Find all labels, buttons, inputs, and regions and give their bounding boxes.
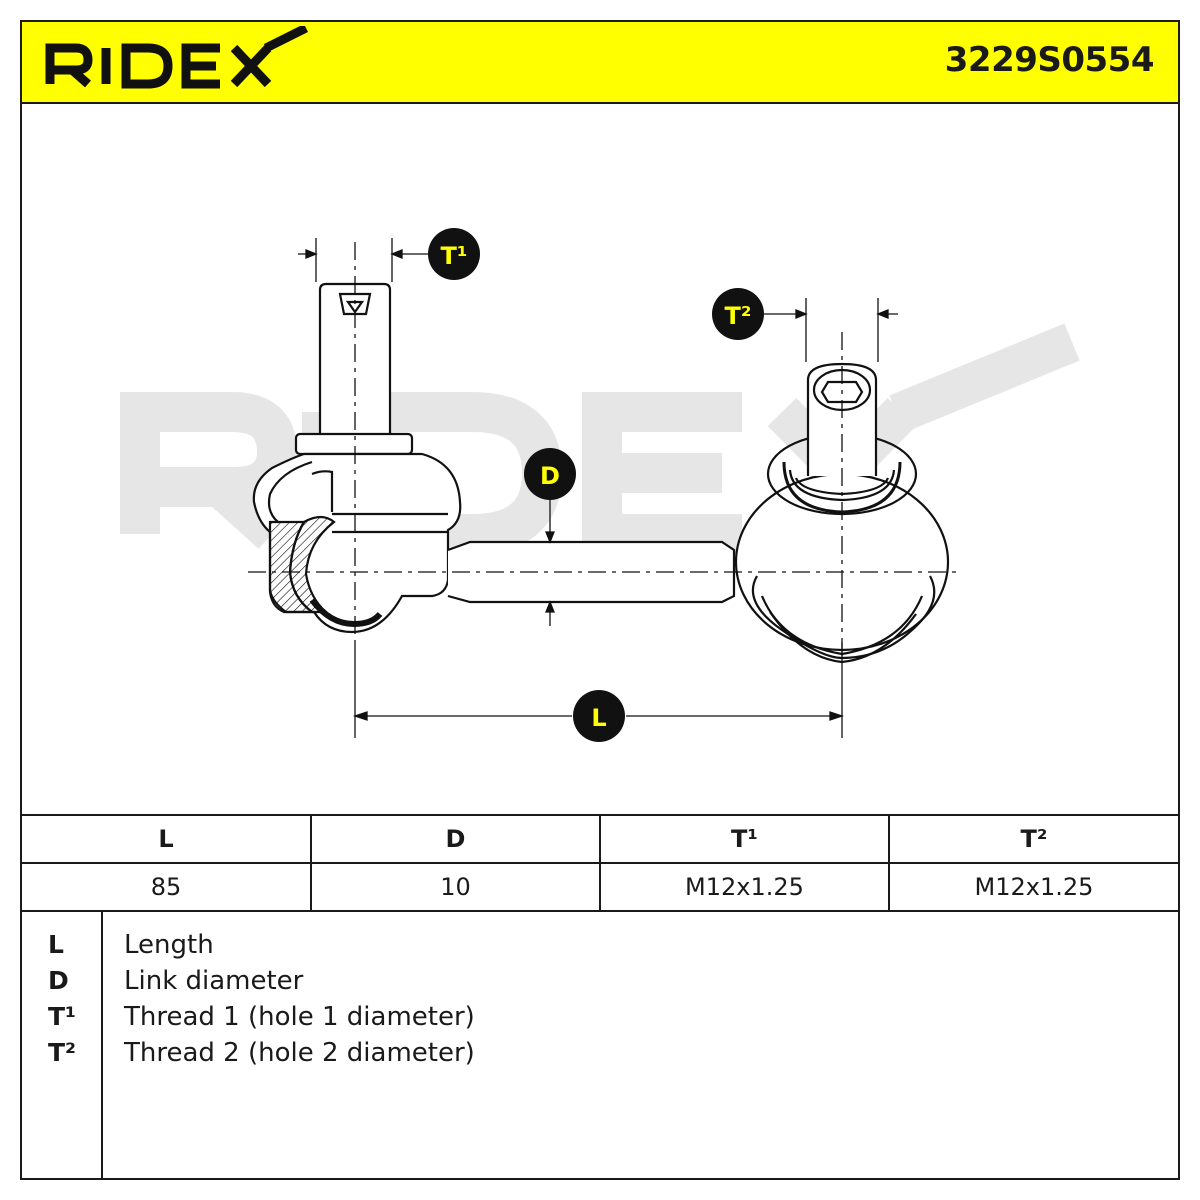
legend-item: T¹ Thread 1 (hole 1 diameter)	[22, 1002, 1178, 1038]
brand-logo	[44, 23, 314, 102]
header-t1: T¹	[599, 814, 890, 864]
technical-drawing: T¹ T² D L	[22, 102, 1178, 814]
header-l: L	[22, 814, 312, 864]
badge-t1: T¹	[428, 228, 480, 280]
badge-t1-label: T¹	[441, 242, 468, 270]
legend-desc: Length	[124, 930, 214, 960]
legend-item: T² Thread 2 (hole 2 diameter)	[22, 1038, 1178, 1074]
legend-key: D	[48, 966, 69, 995]
legend-divider	[101, 912, 103, 1180]
value-t1: M12x1.25	[599, 862, 890, 912]
legend-item: D Link diameter	[22, 966, 1178, 1002]
badge-t2: T²	[712, 288, 764, 340]
legend-desc: Thread 2 (hole 2 diameter)	[124, 1038, 475, 1068]
legend-item: L Length	[22, 930, 1178, 966]
spec-table: L D T¹ T² 85 10 M12x1.25 M12x1.25	[22, 814, 1178, 912]
legend: L Length D Link diameter T¹ Thread 1 (ho…	[22, 912, 1178, 1180]
spec-sheet: 3229S0554	[20, 20, 1180, 1180]
value-t2: M12x1.25	[888, 862, 1178, 912]
value-d: 10	[310, 862, 601, 912]
badge-t2-label: T²	[725, 302, 752, 330]
header-t2: T²	[888, 814, 1178, 864]
legend-desc: Link diameter	[124, 966, 304, 996]
header-d: D	[310, 814, 601, 864]
legend-key: L	[48, 930, 64, 959]
badge-l-label: L	[591, 704, 606, 732]
legend-key: T²	[48, 1038, 77, 1067]
badge-l: L	[573, 690, 625, 742]
value-l: 85	[22, 862, 312, 912]
part-number: 3229S0554	[944, 40, 1155, 80]
badge-d-label: D	[540, 462, 560, 490]
header-bar: 3229S0554	[22, 22, 1178, 104]
legend-key: T¹	[48, 1002, 77, 1031]
badge-d: D	[524, 448, 576, 500]
stabilizer-link-drawing: T¹ T² D L	[120, 228, 1080, 742]
ridex-logo	[45, 23, 309, 89]
spec-table-value-row: 85 10 M12x1.25 M12x1.25	[22, 862, 1178, 912]
spec-table-header-row: L D T¹ T²	[22, 814, 1178, 864]
legend-desc: Thread 1 (hole 1 diameter)	[124, 1002, 475, 1032]
